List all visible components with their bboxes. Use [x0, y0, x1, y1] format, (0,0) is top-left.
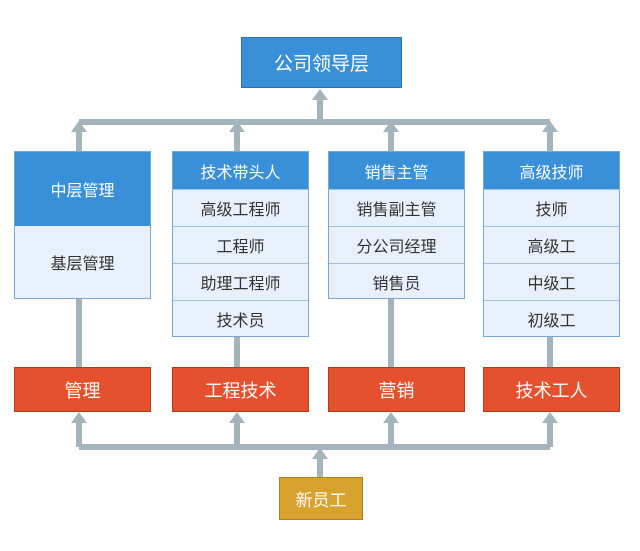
column-cell: 基层管理 — [50, 254, 115, 273]
department-technicians: 技术工人 — [483, 367, 620, 412]
arrowhead — [229, 412, 245, 423]
arrowhead — [312, 89, 328, 100]
arrowhead — [312, 448, 328, 459]
leadership-box: 公司领导层 — [241, 37, 402, 88]
column-cell: 销售员 — [329, 263, 464, 300]
department-management: 管理 — [14, 367, 151, 412]
arrowhead — [71, 412, 87, 423]
column-cell: 工程师 — [173, 226, 308, 263]
department-engineering: 工程技术 — [172, 367, 309, 412]
column-engineering: 技术带头人 高级工程师 工程师 助理工程师 技术员 — [172, 151, 309, 337]
column-cell: 销售副主管 — [329, 189, 464, 226]
arrowhead — [229, 121, 245, 132]
column-header: 销售主管 — [329, 152, 464, 189]
column-cell: 技术员 — [173, 300, 308, 337]
arrowhead — [542, 412, 558, 423]
arrowhead — [542, 121, 558, 132]
column-sales: 销售主管 销售副主管 分公司经理 销售员 — [328, 151, 465, 299]
arrowhead — [71, 121, 87, 132]
arrowhead — [383, 121, 399, 132]
column-technicians: 高级技师 技师 高级工 中级工 初级工 — [483, 151, 620, 337]
department-sales: 营销 — [328, 367, 465, 412]
column-management: 中层管理 基层管理 — [14, 151, 151, 299]
arrowhead — [383, 412, 399, 423]
column-cell: 技师 — [484, 189, 619, 226]
column-header: 技术带头人 — [173, 152, 308, 189]
column-cell: 初级工 — [484, 300, 619, 337]
column-header: 中层管理 — [15, 152, 150, 226]
column-cell: 分公司经理 — [329, 226, 464, 263]
column-cell: 助理工程师 — [173, 263, 308, 300]
column-cell: 中级工 — [484, 263, 619, 300]
column-header: 高级技师 — [484, 152, 619, 189]
column-cell: 高级工 — [484, 226, 619, 263]
column-cell: 高级工程师 — [173, 189, 308, 226]
new-employee-box: 新员工 — [279, 477, 363, 520]
